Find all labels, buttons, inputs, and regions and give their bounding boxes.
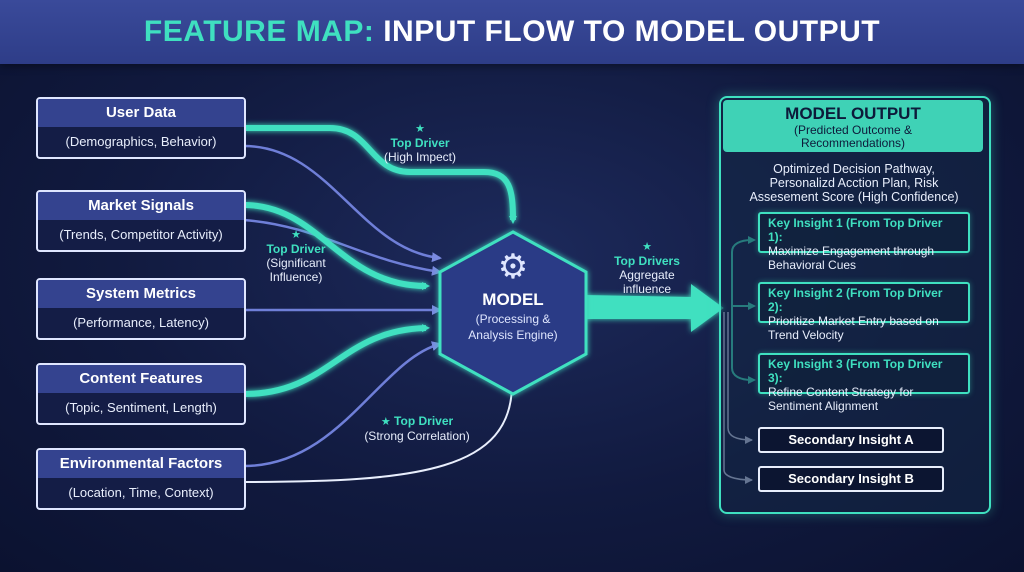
input-subtitle: (Topic, Sentiment, Length) (65, 400, 217, 415)
key-insight-3: Key Insight 3 (From Top Driver 3): Refin… (758, 353, 970, 413)
input-title: System Metrics (38, 280, 244, 308)
flow-env-secondary (243, 341, 442, 468)
flow-content-topdriver (243, 324, 430, 397)
summary-line: Optimized Decision Pathway, (773, 162, 935, 176)
output-title: MODEL OUTPUT (785, 104, 921, 123)
model-subtitle-1: (Processing & (475, 312, 551, 326)
summary-line: Assesement Score (High Confidence) (749, 190, 959, 204)
secondary-insight-b: Secondary Insight B (758, 466, 944, 492)
key-insight-text: Refine Content Strategy for (768, 385, 914, 399)
input-subtitle: (Demographics, Behavior) (65, 134, 217, 149)
aggregate-note-2: influence (622, 282, 672, 296)
star-icon: ★ (415, 123, 425, 135)
output-summary: Optimized Decision Pathway, Personalizd … (736, 162, 972, 204)
driver-label: ★ Top Driver (381, 414, 453, 428)
key-insight-title: Key Insight 3 (From Top Driver 3): (768, 357, 943, 385)
input-subtitle: (Trends, Competitor Activity) (59, 227, 223, 242)
input-title: Content Features (38, 365, 244, 393)
model-output-header: MODEL OUTPUT (Predicted Outcome & Recomm… (723, 100, 983, 152)
input-card-market-signals: Market Signals (Trends, Competitor Activ… (36, 190, 246, 252)
label-aggregate: ★ Top Drivers Aggregate influence (604, 240, 690, 296)
star-icon: ★ (380, 416, 391, 428)
model-subtitle-2: Analysis Engine) (468, 328, 558, 342)
key-insight-text: Behavioral Cues (768, 258, 857, 272)
label-market-driver: ★ Top Driver (Significant Influence) (248, 228, 344, 284)
input-title: Market Signals (38, 192, 244, 220)
input-title: User Data (38, 99, 244, 127)
input-subtitle: (Location, Time, Context) (68, 485, 214, 500)
driver-note: (Strong Correlation) (364, 429, 470, 443)
input-card-user-data: User Data (Demographics, Behavior) (36, 97, 246, 159)
key-insight-text: Prioritize Market Entry based on (768, 314, 939, 328)
model-hexagon (438, 230, 588, 396)
output-subtitle-2: Recommendations) (800, 136, 906, 150)
key-insight-text: Maximize Engagement through (768, 244, 935, 258)
key-insight-1: Key Insight 1 (From Top Driver 1): Maxim… (758, 212, 970, 272)
flow-env-white (243, 382, 517, 483)
page-title: FEATURE MAP: INPUT FLOW TO MODEL OUTPUT (0, 0, 1024, 64)
key-insight-text: Sentiment Alignment (768, 399, 879, 413)
flow-market-secondary (243, 218, 442, 276)
star-icon: ★ (642, 241, 652, 253)
driver-note: (Significant (266, 256, 326, 270)
input-card-environmental-factors: Environmental Factors (Location, Time, C… (36, 448, 246, 510)
flow-user-secondary (243, 144, 442, 263)
driver-note: (High Impect) (383, 150, 457, 164)
title-accent: FEATURE MAP: (143, 15, 375, 48)
summary-line: Personalizd Acction Plan, Risk (769, 176, 939, 190)
driver-label-text: Top Driver (394, 414, 454, 428)
key-insight-title: Key Insight 1 (From Top Driver 1): (768, 216, 943, 244)
key-insight-title: Key Insight 2 (From Top Driver 2): (768, 286, 943, 314)
secondary-insight-a: Secondary Insight A (758, 427, 944, 453)
flow-aggregate (583, 284, 724, 332)
driver-label: Top Driver (390, 136, 450, 150)
flow-market-topdriver (243, 202, 430, 290)
star-icon: ★ (291, 229, 301, 241)
flow-user-topdriver (244, 125, 517, 224)
output-subtitle-1: (Predicted Outcome & (793, 123, 913, 137)
input-card-content-features: Content Features (Topic, Sentiment, Leng… (36, 363, 246, 425)
driver-note: Influence) (269, 270, 323, 284)
label-user-data-driver: ★ Top Driver (High Impect) (360, 122, 480, 164)
key-insight-text: Trend Velocity (768, 328, 844, 342)
title-rest: INPUT FLOW TO MODEL OUTPUT (383, 15, 881, 48)
gear-icon: ⚙ (497, 248, 529, 286)
model-node: ⚙ MODEL (Processing & Analysis Engine) (440, 250, 586, 342)
aggregate-note-1: Aggregate (619, 268, 675, 282)
driver-label: Top Drivers (614, 254, 680, 268)
key-insight-2: Key Insight 2 (From Top Driver 2): Prior… (758, 282, 970, 342)
driver-label: Top Driver (266, 242, 326, 256)
input-card-system-metrics: System Metrics (Performance, Latency) (36, 278, 246, 340)
input-subtitle: (Performance, Latency) (73, 315, 209, 330)
model-title: MODEL (482, 290, 544, 309)
label-env-driver: ★ Top Driver (Strong Correlation) (342, 414, 492, 443)
input-title: Environmental Factors (38, 450, 244, 478)
